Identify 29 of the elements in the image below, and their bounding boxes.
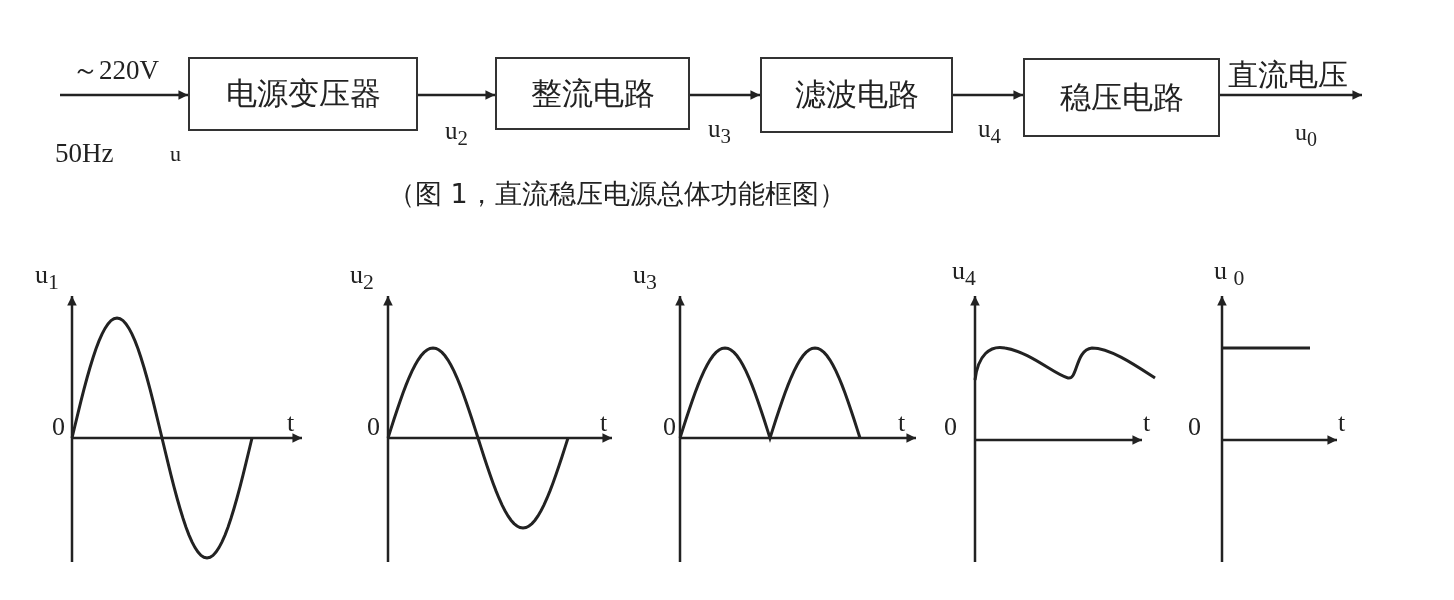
frequency-label: 50Hz [55, 140, 114, 167]
arrow [953, 90, 1024, 100]
axis-label: u$_{4}$ [952, 258, 976, 290]
axis-label: t [287, 410, 295, 436]
origin-label: 0 [1188, 414, 1201, 440]
arrow [418, 90, 496, 100]
axis-label: t [1338, 410, 1346, 436]
axis-label: t [1143, 410, 1151, 436]
process-box: 整流电路 [495, 57, 690, 130]
axis-label: t [898, 410, 906, 436]
process-box: 电源变压器 [188, 57, 418, 131]
origin-label: 0 [367, 414, 380, 440]
caption: （图 1，直流稳压电源总体功能框图） [388, 180, 846, 207]
axis-label: u$_{1}$ [35, 262, 59, 294]
arrow [60, 90, 189, 100]
axis-label: u$_{3}$ [633, 262, 657, 294]
origin-label: 0 [663, 414, 676, 440]
edge-label: 直流电压 [1228, 60, 1348, 90]
voltage-label: u$_{0}$ [1295, 120, 1317, 149]
process-box: 滤波电路 [760, 57, 953, 133]
origin-label: 0 [944, 414, 957, 440]
axis-label: u $_{0}$ [1214, 258, 1245, 290]
voltage-label: u [170, 143, 181, 165]
axis-label: t [600, 410, 608, 436]
arrow [690, 90, 761, 100]
process-box: 稳压电路 [1023, 58, 1220, 137]
origin-label: 0 [52, 414, 65, 440]
arrow [1220, 90, 1363, 100]
axis-label: u$_{2}$ [350, 262, 374, 294]
